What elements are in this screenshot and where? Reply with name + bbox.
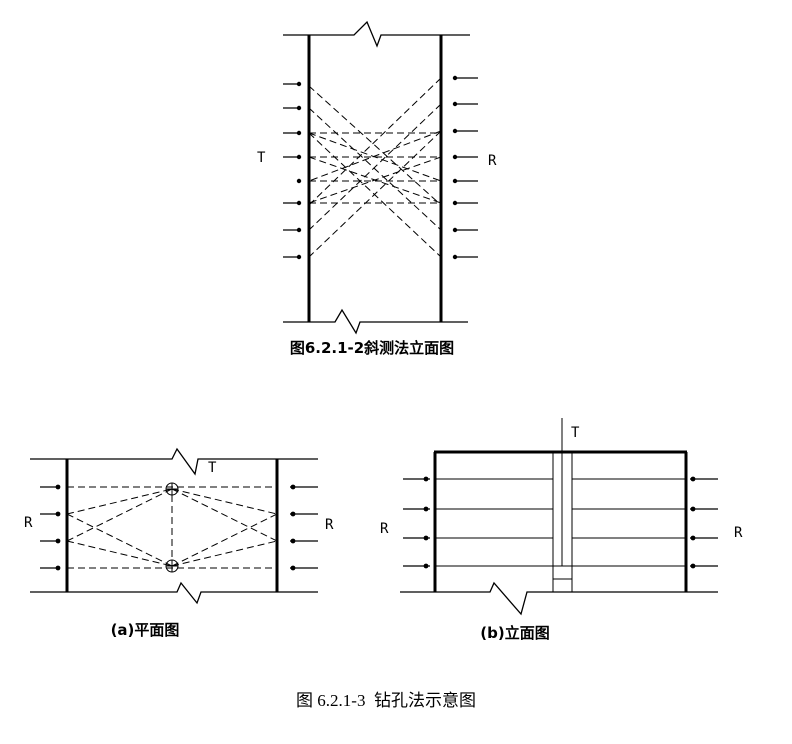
oblique-ray-path [308, 107, 442, 231]
borehole-marker-bottom [165, 559, 179, 573]
horizontal-ray-paths [435, 478, 686, 567]
elevation-view-diagram: T R R (b)立面图 [380, 418, 743, 642]
bottom-break-line [283, 308, 468, 335]
receiver-marker [452, 178, 478, 184]
oblique-elevation-caption: 图6.2.1-2斜测法立面图 [290, 339, 454, 357]
oblique-ray-path [308, 85, 442, 206]
receiver-marker [40, 511, 61, 517]
oblique-ray-path [66, 488, 173, 542]
receiver-right-label: R [734, 525, 743, 541]
oblique-ray-path [308, 156, 442, 204]
oblique-ray-path [171, 513, 278, 567]
oblique-ray-path [308, 77, 442, 206]
oblique-ray-path [308, 103, 442, 231]
borehole-marker-top [165, 482, 179, 496]
receiver-left-label: R [24, 515, 33, 531]
receiver-marker [290, 538, 318, 544]
borehole [552, 418, 573, 592]
receiver-marker [290, 484, 318, 490]
oblique-ray-path [66, 488, 173, 515]
transmitter-marker [283, 227, 302, 233]
transmitter-label: T [257, 150, 266, 166]
receiver-markers-left [40, 484, 61, 571]
receiver-marker [403, 506, 430, 512]
receiver-markers-right [290, 484, 318, 571]
transmitter-probe [552, 565, 573, 580]
receiver-marker [40, 565, 61, 571]
receiver-marker [690, 506, 718, 512]
transmitter-marker [283, 81, 302, 87]
receiver-marker [452, 200, 478, 206]
oblique-ray-path [171, 488, 278, 542]
bottom-break-line [30, 581, 318, 605]
transmitter-marker [283, 200, 302, 206]
transmitter-markers [283, 81, 302, 260]
oblique-ray-path [308, 130, 442, 258]
ray-paths [308, 77, 442, 258]
receiver-marker [452, 101, 478, 107]
receiver-marker [452, 227, 478, 233]
oblique-elevation-diagram: T R 图6.2.1-2斜测法立面图 [257, 20, 497, 357]
receiver-left-label: R [380, 521, 389, 537]
receiver-marker [403, 563, 430, 569]
receiver-marker [403, 476, 430, 482]
receiver-marker [40, 484, 61, 490]
oblique-ray-path [308, 132, 442, 258]
receiver-markers-left [403, 476, 430, 569]
transmitter-marker [283, 130, 302, 136]
receiver-marker [40, 538, 61, 544]
oblique-ray-path [66, 513, 173, 567]
transmitter-marker [283, 154, 302, 160]
receiver-marker [690, 563, 718, 569]
top-break-line [30, 447, 318, 476]
oblique-ray-path [308, 130, 442, 182]
top-break-line [283, 20, 470, 48]
receiver-marker [690, 535, 718, 541]
figure-caption: 图 6.2.1-3 钻孔法示意图 [296, 691, 476, 710]
transmitter-label: T [208, 460, 217, 476]
bottom-break-line [400, 581, 718, 616]
transmitter-marker [283, 254, 302, 260]
receiver-marker [452, 254, 478, 260]
transmitter-marker [296, 178, 302, 184]
transmitter-marker [283, 105, 302, 111]
oblique-ray-path [66, 540, 173, 567]
receiver-marker [452, 154, 478, 160]
plan-view-caption: (a)平面图 [111, 621, 180, 639]
oblique-ray-path [308, 132, 442, 182]
oblique-ray-path [171, 540, 278, 567]
receiver-marker [452, 128, 478, 134]
oblique-ray-path [171, 488, 278, 515]
receiver-right-label: R [325, 517, 334, 533]
receiver-markers-right [690, 476, 718, 569]
receiver-label: R [488, 153, 497, 169]
transmitter-label: T [571, 425, 580, 441]
receiver-markers [452, 75, 478, 260]
plan-view-diagram: T R R (a)平面图 [24, 447, 334, 639]
receiver-marker [403, 535, 430, 541]
receiver-marker [452, 75, 478, 81]
elevation-view-caption: (b)立面图 [480, 624, 549, 642]
receiver-marker [690, 476, 718, 482]
receiver-marker [290, 565, 318, 571]
receiver-marker [290, 511, 318, 517]
